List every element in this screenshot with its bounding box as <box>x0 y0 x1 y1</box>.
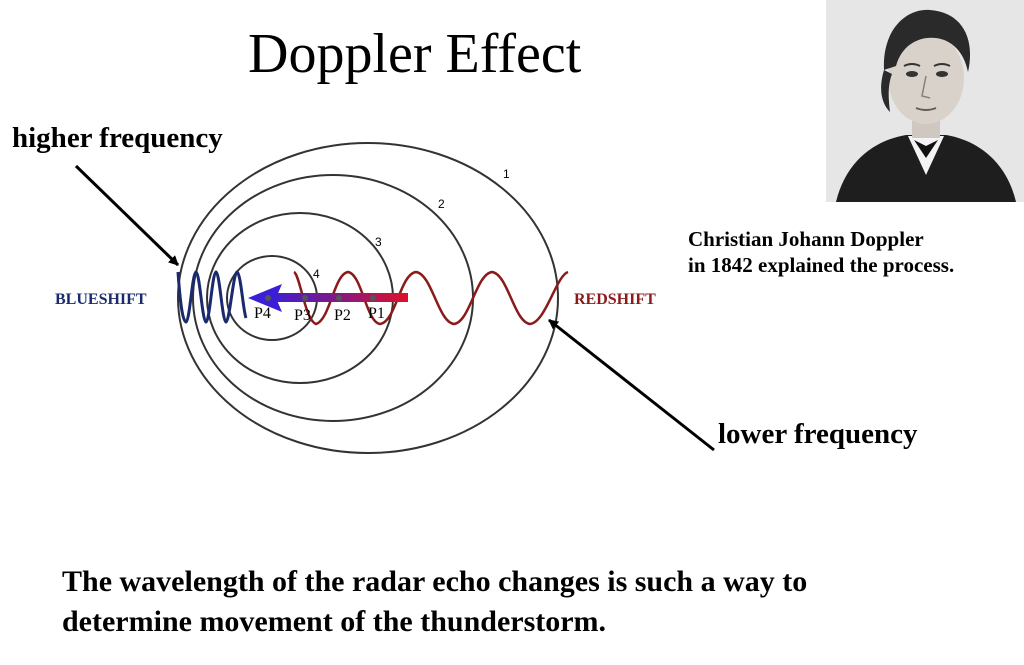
ring-number-4: 4 <box>313 267 320 281</box>
ring-number-1: 1 <box>503 167 510 181</box>
page-title: Doppler Effect <box>248 23 582 85</box>
position-label-p2: P2 <box>334 307 351 324</box>
position-marker-3 <box>302 295 308 301</box>
blueshift-wave <box>176 270 248 324</box>
caption-line-2: in 1842 explained the process. <box>688 253 955 278</box>
doppler-portrait <box>826 0 1024 202</box>
caption-line-1: Christian Johann Doppler <box>688 227 924 251</box>
position-marker-1 <box>370 295 376 301</box>
lower-frequency-arrow <box>548 318 715 452</box>
lower-frequency-label: lower frequency <box>718 418 918 450</box>
explanation-text: The wavelength of the radar echo changes… <box>62 562 1002 641</box>
higher-frequency-label: higher frequency <box>12 122 223 154</box>
blueshift-label: BLUESHIFT <box>55 291 147 308</box>
ring-number-2: 2 <box>438 197 445 211</box>
higher-frequency-arrow <box>74 164 180 267</box>
explanation-line-1: The wavelength of the radar echo changes… <box>62 565 808 598</box>
redshift-label: REDSHIFT <box>574 291 656 308</box>
position-label-p1: P1 <box>368 305 385 322</box>
ring-number-3: 3 <box>375 235 382 249</box>
portrait-caption: Christian Johann Doppler in 1842 explain… <box>688 226 954 279</box>
wavefront-ring-1 <box>177 142 559 454</box>
explanation-line-2: determine movement of the thunderstorm. <box>62 604 607 638</box>
position-label-p4: P4 <box>254 305 271 322</box>
redshift-wave <box>293 270 569 326</box>
position-marker-2 <box>336 295 342 301</box>
position-label-p3: P3 <box>294 307 311 324</box>
position-marker-4 <box>265 295 271 301</box>
